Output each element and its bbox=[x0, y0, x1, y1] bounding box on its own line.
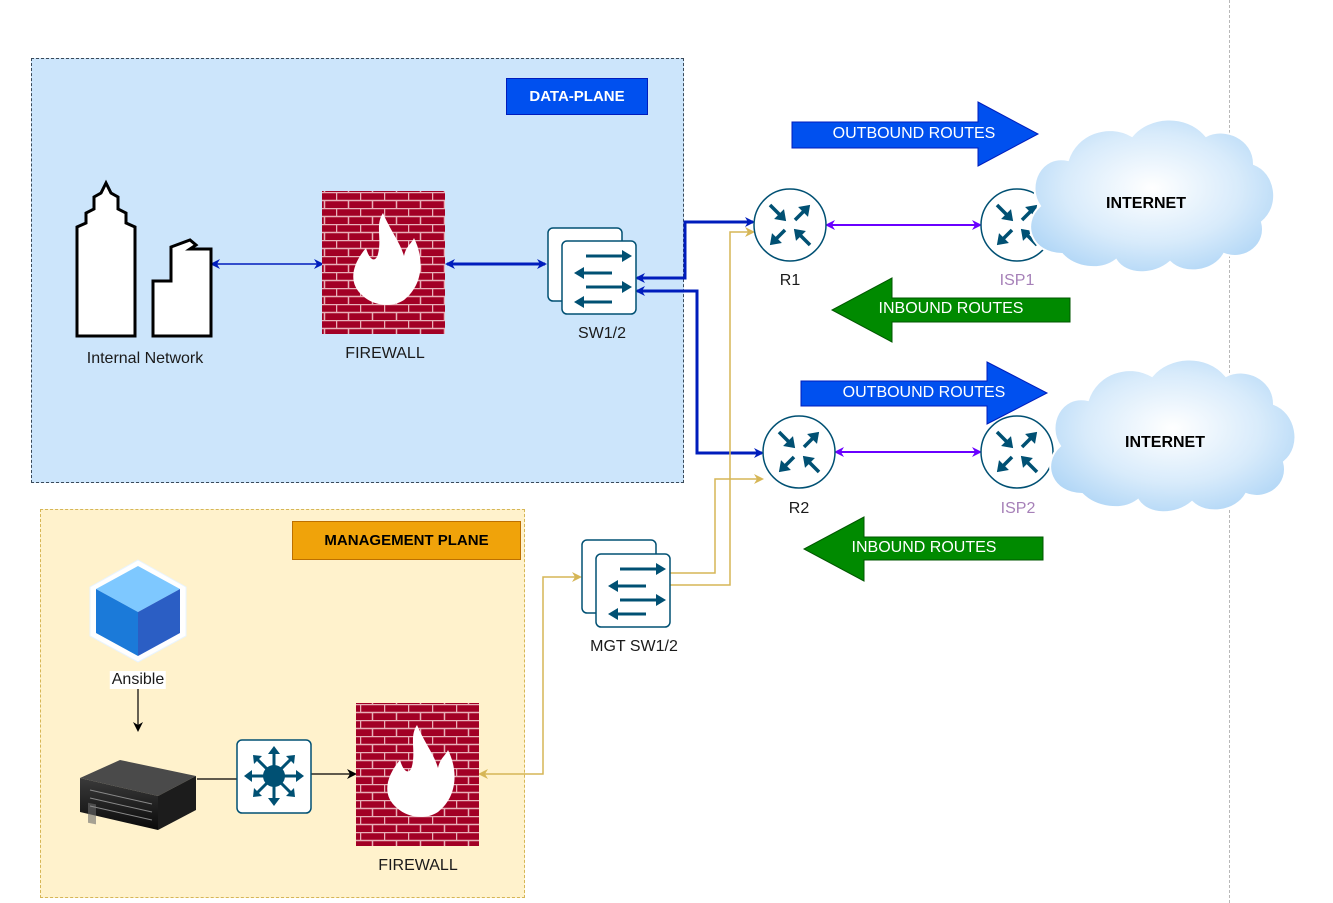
link-sw-r1 bbox=[635, 217, 755, 283]
link-mgtsw-firewall bbox=[478, 572, 582, 779]
cloud-icon-1 bbox=[1029, 118, 1276, 274]
server-rack-icon bbox=[80, 760, 196, 830]
outbound-routes-2-label: OUTBOUND ROUTES bbox=[842, 384, 1006, 401]
mgt-sw-label: MGT SW1/2 bbox=[590, 638, 678, 655]
inbound-routes-1-label: INBOUND ROUTES bbox=[878, 300, 1024, 317]
r1-label: R1 bbox=[779, 272, 801, 289]
r2-label: R2 bbox=[788, 500, 810, 517]
router-isp2-icon bbox=[980, 415, 1054, 489]
switch-mgt-icon bbox=[581, 539, 671, 628]
link-mgtsw-r1 bbox=[670, 227, 755, 586]
sw-label: SW1/2 bbox=[577, 325, 627, 342]
management-plane-tag: MANAGEMENT PLANE bbox=[292, 521, 521, 560]
building-icon bbox=[75, 179, 213, 338]
ansible-label: Ansible bbox=[109, 671, 167, 689]
internal-network-label: Internal Network bbox=[86, 350, 204, 367]
outbound-routes-arrow-1 bbox=[791, 101, 1040, 167]
cloud-icon-2 bbox=[1049, 358, 1297, 514]
isp1-label: ISP1 bbox=[999, 272, 1035, 289]
firewall-data-label: FIREWALL bbox=[345, 345, 425, 362]
firewall-mgmt-label: FIREWALL bbox=[378, 857, 458, 874]
inbound-routes-2-label: INBOUND ROUTES bbox=[851, 539, 997, 556]
inbound-routes-arrow-1 bbox=[830, 277, 1071, 343]
link-sw-r2 bbox=[635, 286, 764, 458]
router-r2-icon bbox=[762, 415, 836, 489]
data-plane-tag: DATA-PLANE bbox=[506, 78, 648, 115]
switch-sw-icon bbox=[547, 227, 637, 315]
connections bbox=[133, 217, 982, 780]
router-r1-icon bbox=[753, 188, 827, 262]
firewall-mgmt-icon bbox=[356, 703, 479, 846]
inbound-routes-arrow-2 bbox=[802, 516, 1044, 582]
internet-2-label: INTERNET bbox=[1125, 434, 1205, 451]
isp2-label: ISP2 bbox=[1000, 500, 1036, 517]
outbound-routes-1-label: OUTBOUND ROUTES bbox=[832, 125, 996, 142]
layer3-switch-icon bbox=[236, 739, 312, 814]
cube-icon bbox=[89, 559, 187, 663]
link-mgtsw-r2 bbox=[670, 474, 764, 574]
outbound-routes-arrow-2 bbox=[800, 361, 1049, 425]
internet-1-label: INTERNET bbox=[1106, 195, 1186, 212]
firewall-data-icon bbox=[322, 191, 445, 334]
